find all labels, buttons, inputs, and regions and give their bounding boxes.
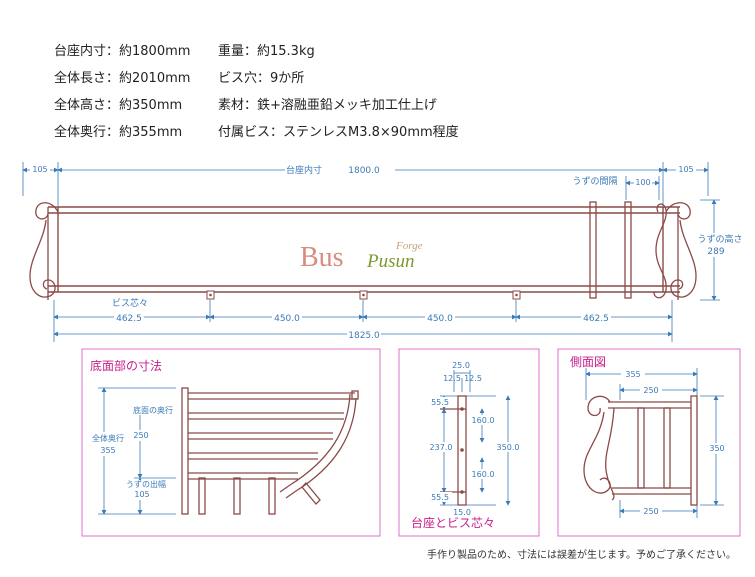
spec-screw-holes: ビス穴：9か所 bbox=[218, 71, 305, 86]
label-total-depth: 全体奥行 bbox=[92, 433, 124, 443]
footer-note: 手作り製品のため、寸法には誤差が生じます。予めご了承ください。 bbox=[427, 550, 736, 561]
dim-seg-4: 462.5 bbox=[583, 314, 609, 324]
base-screw-panel: 台座とビス芯々 25.0 12.5 12.5 bbox=[398, 348, 540, 537]
dim-base-bottom-edge: 55.5 bbox=[431, 493, 449, 502]
dim-total: 1825.0 bbox=[348, 331, 380, 341]
spec-total-length: 全体長さ：約2010mm bbox=[54, 71, 191, 86]
dim-scroll-height: 289 bbox=[707, 247, 724, 257]
dim-base-upper: 160.0 bbox=[472, 416, 495, 425]
dim-scroll-gap: 100 bbox=[635, 178, 650, 187]
bottom-panel-title: 底面部の寸法 bbox=[90, 358, 162, 373]
spec-weight: 重量：約15.3kg bbox=[218, 44, 315, 59]
spec-screws: 付属ビス：ステンレスM3.8×90mm程度 bbox=[218, 125, 459, 140]
dim-seg-1: 462.5 bbox=[116, 314, 142, 324]
dim-base-total: 350.0 bbox=[497, 443, 520, 452]
side-panel-title: 側面図 bbox=[570, 355, 606, 369]
dim-side-height: 350 bbox=[709, 444, 724, 453]
spec-material: 素材：鉄+溶融亜鉛メッキ加工仕上げ bbox=[218, 98, 437, 113]
right-scroll bbox=[653, 202, 697, 300]
spec-inner-width: 台座内寸：約1800mm bbox=[54, 44, 191, 59]
label-inner-width: 台座内寸 bbox=[286, 164, 322, 176]
label-screw-center: ビス芯々 bbox=[112, 297, 148, 309]
dim-end-left: 105 bbox=[32, 165, 47, 174]
dim-inner-width: 1800.0 bbox=[348, 166, 380, 176]
brand-logo: Bus Pusun Forge bbox=[300, 240, 423, 273]
dim-base-middle: 237.0 bbox=[430, 443, 453, 452]
dim-base-lower: 160.0 bbox=[472, 470, 495, 479]
label-scroll-gap: うずの間隔 bbox=[572, 176, 617, 187]
dim-seg-3: 450.0 bbox=[427, 314, 453, 324]
right-vertical-bars bbox=[589, 201, 632, 299]
dim-seg-2: 450.0 bbox=[274, 314, 300, 324]
side-frame bbox=[583, 395, 698, 506]
label-bottom-depth: 底面の奥行 bbox=[133, 405, 173, 415]
screw-holes bbox=[209, 293, 518, 297]
dim-side-lower-depth: 250 bbox=[643, 507, 658, 516]
bottom-dimension-panel: 底面部の寸法 bbox=[81, 348, 381, 537]
spec-total-height: 全体高さ：約350mm bbox=[54, 98, 183, 113]
dim-base-right: 12.5 bbox=[464, 374, 482, 383]
dim-bottom-depth: 250 bbox=[133, 431, 148, 440]
logo-main: Bus bbox=[300, 242, 344, 273]
front-rails bbox=[48, 206, 680, 293]
label-scroll-height: うずの高さ bbox=[697, 233, 742, 245]
dim-side-top: 355 bbox=[625, 370, 640, 379]
logo-sub: Pusun bbox=[366, 251, 415, 272]
dim-base-bottom-width: 15.0 bbox=[453, 508, 471, 517]
dim-overhang: 105 bbox=[134, 490, 149, 499]
left-scroll bbox=[29, 202, 59, 300]
side-view-panel: 側面図 355 250 bbox=[557, 348, 741, 537]
bottom-frame bbox=[181, 387, 359, 515]
dim-side-upper-depth: 250 bbox=[643, 386, 658, 395]
dim-base-left: 12.5 bbox=[443, 374, 461, 383]
dim-base-top-edge: 55.5 bbox=[431, 398, 449, 407]
dim-base-width: 25.0 bbox=[452, 361, 470, 370]
label-overhang: うずの出幅 bbox=[126, 479, 166, 489]
dim-end-right: 105 bbox=[678, 165, 693, 174]
base-screw-holes bbox=[460, 407, 464, 494]
front-view: 105 台座内寸 1800.0 105 うずの間隔 100 bbox=[22, 162, 744, 342]
dim-total-depth: 355 bbox=[100, 446, 115, 455]
base-panel-title: 台座とビス芯々 bbox=[411, 515, 495, 530]
spec-total-depth: 全体奥行：約355mm bbox=[54, 125, 183, 140]
logo-tag: Forge bbox=[395, 240, 423, 252]
